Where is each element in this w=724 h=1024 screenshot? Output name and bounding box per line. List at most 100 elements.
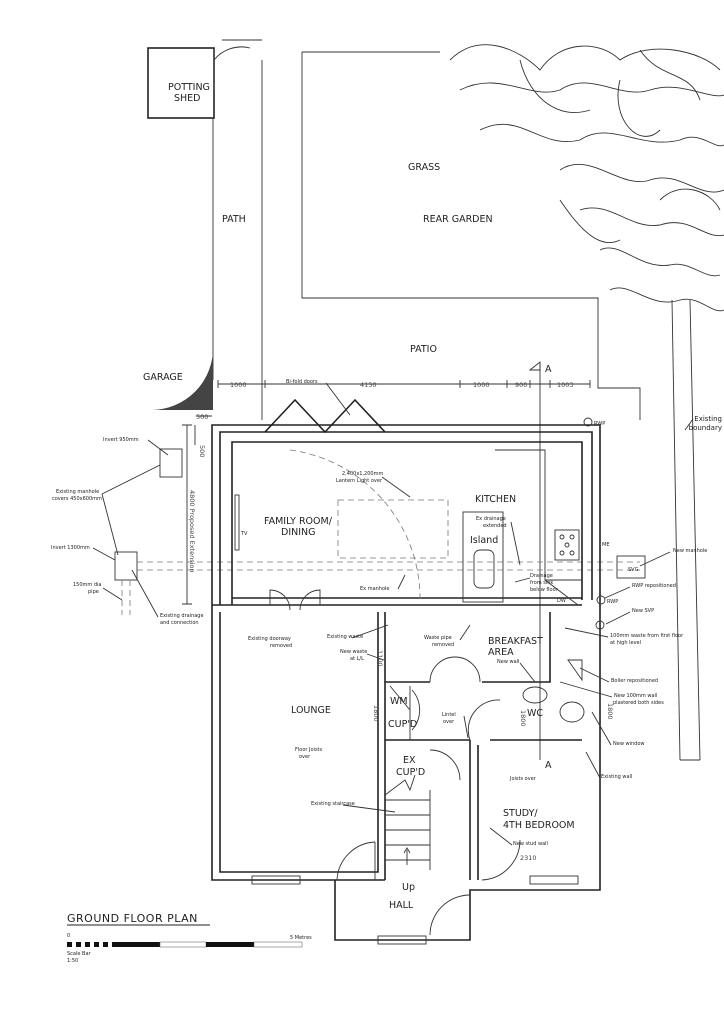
dim-1800b: 1800 xyxy=(519,710,527,727)
svp-marker xyxy=(595,620,605,630)
label-breakfast: BREAKFAST xyxy=(488,636,543,647)
note-new-svp: New SVP xyxy=(632,608,654,614)
label-ex-cupd: CUP'D xyxy=(396,767,425,778)
lantern-light xyxy=(337,499,449,559)
note-rwp: RWP xyxy=(594,421,605,427)
section-marker-top: A xyxy=(545,364,552,375)
bifold-doors xyxy=(264,398,386,434)
scale-ratio: 1:50 xyxy=(67,958,78,964)
label-dw: DW xyxy=(557,598,566,604)
note-me: ME xyxy=(602,542,609,548)
note-joists-over: Joists over xyxy=(509,776,537,782)
scale-start: 0 xyxy=(67,933,70,939)
label-lounge: LOUNGE xyxy=(291,705,331,716)
note-manhole-1: Existing manhole xyxy=(56,489,99,495)
note-new-manhole: New manhole xyxy=(673,548,707,554)
note-new-waste-1: New waste xyxy=(340,649,367,655)
note-floor-joists-2: over xyxy=(299,754,311,760)
label-tv: TV xyxy=(240,531,248,537)
dim-500b: 500 xyxy=(198,445,206,457)
label-shed: SHED xyxy=(174,93,201,104)
note-pipe-2: pipe xyxy=(88,589,99,595)
note-new-wall: New wall xyxy=(497,659,519,665)
note-100mm-wall-1: New 100mm wall xyxy=(614,693,657,699)
note-lintel-1: Lintel xyxy=(442,712,456,718)
note-drainage-2: and connection xyxy=(160,620,199,626)
label-rear-garden: REAR GARDEN xyxy=(423,214,493,225)
note-svg: SVG xyxy=(628,567,639,573)
note-new-waste-2: at L/L xyxy=(350,656,364,662)
rwp-marker xyxy=(583,417,593,427)
lounge-walls xyxy=(211,589,386,885)
dim-1800a: 1800 xyxy=(372,705,380,722)
label-dining: DINING xyxy=(281,527,316,538)
note-doorway-2: removed xyxy=(270,643,292,649)
extension-walls xyxy=(211,424,601,880)
note-stud-wall: New stud wall xyxy=(513,841,548,847)
label-family-room: FAMILY ROOM/ xyxy=(264,516,333,527)
label-path: PATH xyxy=(222,214,246,225)
hall-walls xyxy=(334,839,601,945)
label-study: STUDY/ xyxy=(503,808,538,819)
island-sink xyxy=(473,549,495,589)
dimension-line-top xyxy=(217,361,591,760)
note-boiler: Boiler repositioned xyxy=(611,678,658,684)
plan-title: GROUND FLOOR PLAN xyxy=(67,912,198,925)
note-rwp-repositioned: RWP repositioned xyxy=(632,583,676,589)
dim-1000: 1000 xyxy=(230,381,247,389)
note-ex-drainage-1: Ex drainage xyxy=(476,516,506,522)
label-garage: GARAGE xyxy=(143,372,183,383)
note-new-window: New window xyxy=(613,741,644,747)
note-existing-wall: Existing wall xyxy=(601,774,632,780)
kitchen-units xyxy=(495,449,582,606)
label-island: Island xyxy=(470,535,498,546)
dim-900: 900 xyxy=(515,381,527,389)
drainage-run xyxy=(121,561,640,615)
tv xyxy=(234,494,240,551)
dim-1000b: 1000 xyxy=(473,381,490,389)
scale-label: Scale Bar xyxy=(67,951,92,957)
note-invert-950: Invert 950mm xyxy=(103,437,139,443)
note-manhole-2: covers 450x600mm xyxy=(52,496,102,502)
annotation-leaders xyxy=(92,382,694,846)
note-pipe-1: 150mm dia xyxy=(73,582,102,588)
dim-4800: 4800 Proposed Extension xyxy=(188,490,196,573)
scale-end: 5 Metres xyxy=(290,935,312,941)
note-staircase: Existing staircase xyxy=(311,801,355,807)
note-waste-pipe-2: removed xyxy=(432,642,454,648)
label-wc: WC xyxy=(527,708,543,719)
note-drainage-1: Existing drainage xyxy=(160,613,204,619)
tree-canopy xyxy=(449,44,724,312)
note-lantern-1: 2,400x1,200mm xyxy=(342,471,383,477)
note-drainage-sink-2: from sink xyxy=(530,580,553,586)
note-rwp-2: RWP xyxy=(607,599,618,605)
label-kitchen: KITCHEN xyxy=(475,494,516,505)
note-boundary-2: boundary xyxy=(689,424,722,432)
note-ex-drainage-2: extended xyxy=(483,523,507,529)
label-up: Up xyxy=(402,882,415,893)
label-wm: WM xyxy=(390,696,408,707)
dim-1003: 1003 xyxy=(557,381,574,389)
manhole-upper xyxy=(159,448,183,478)
rwp-marker xyxy=(596,595,606,605)
label-area: AREA xyxy=(488,647,514,658)
dim-500a: 500 xyxy=(196,413,208,421)
dimension-line-left xyxy=(182,415,212,605)
manhole-new xyxy=(616,555,646,579)
manhole-lower xyxy=(114,551,138,581)
note-invert-1300: Invert 1300mm xyxy=(51,545,90,551)
dim-2310: 2310 xyxy=(520,854,537,862)
garage-door-swing xyxy=(150,345,214,411)
note-100mm-waste-2: at high level xyxy=(610,640,641,646)
label-cupd: CUP'D xyxy=(388,719,417,730)
note-existing-waste: Existing waste xyxy=(327,634,363,640)
garden-boundaries xyxy=(212,51,701,761)
label-grass: GRASS xyxy=(408,162,440,173)
section-marker-bottom: A xyxy=(545,760,552,771)
note-lintel-2: over xyxy=(443,719,455,725)
dim-1800c: 1800 xyxy=(606,703,614,720)
note-ex-manhole: Ex manhole xyxy=(360,586,390,592)
note-100mm-wall-2: plastered both sides xyxy=(613,700,664,706)
kitchen-island xyxy=(462,511,504,603)
